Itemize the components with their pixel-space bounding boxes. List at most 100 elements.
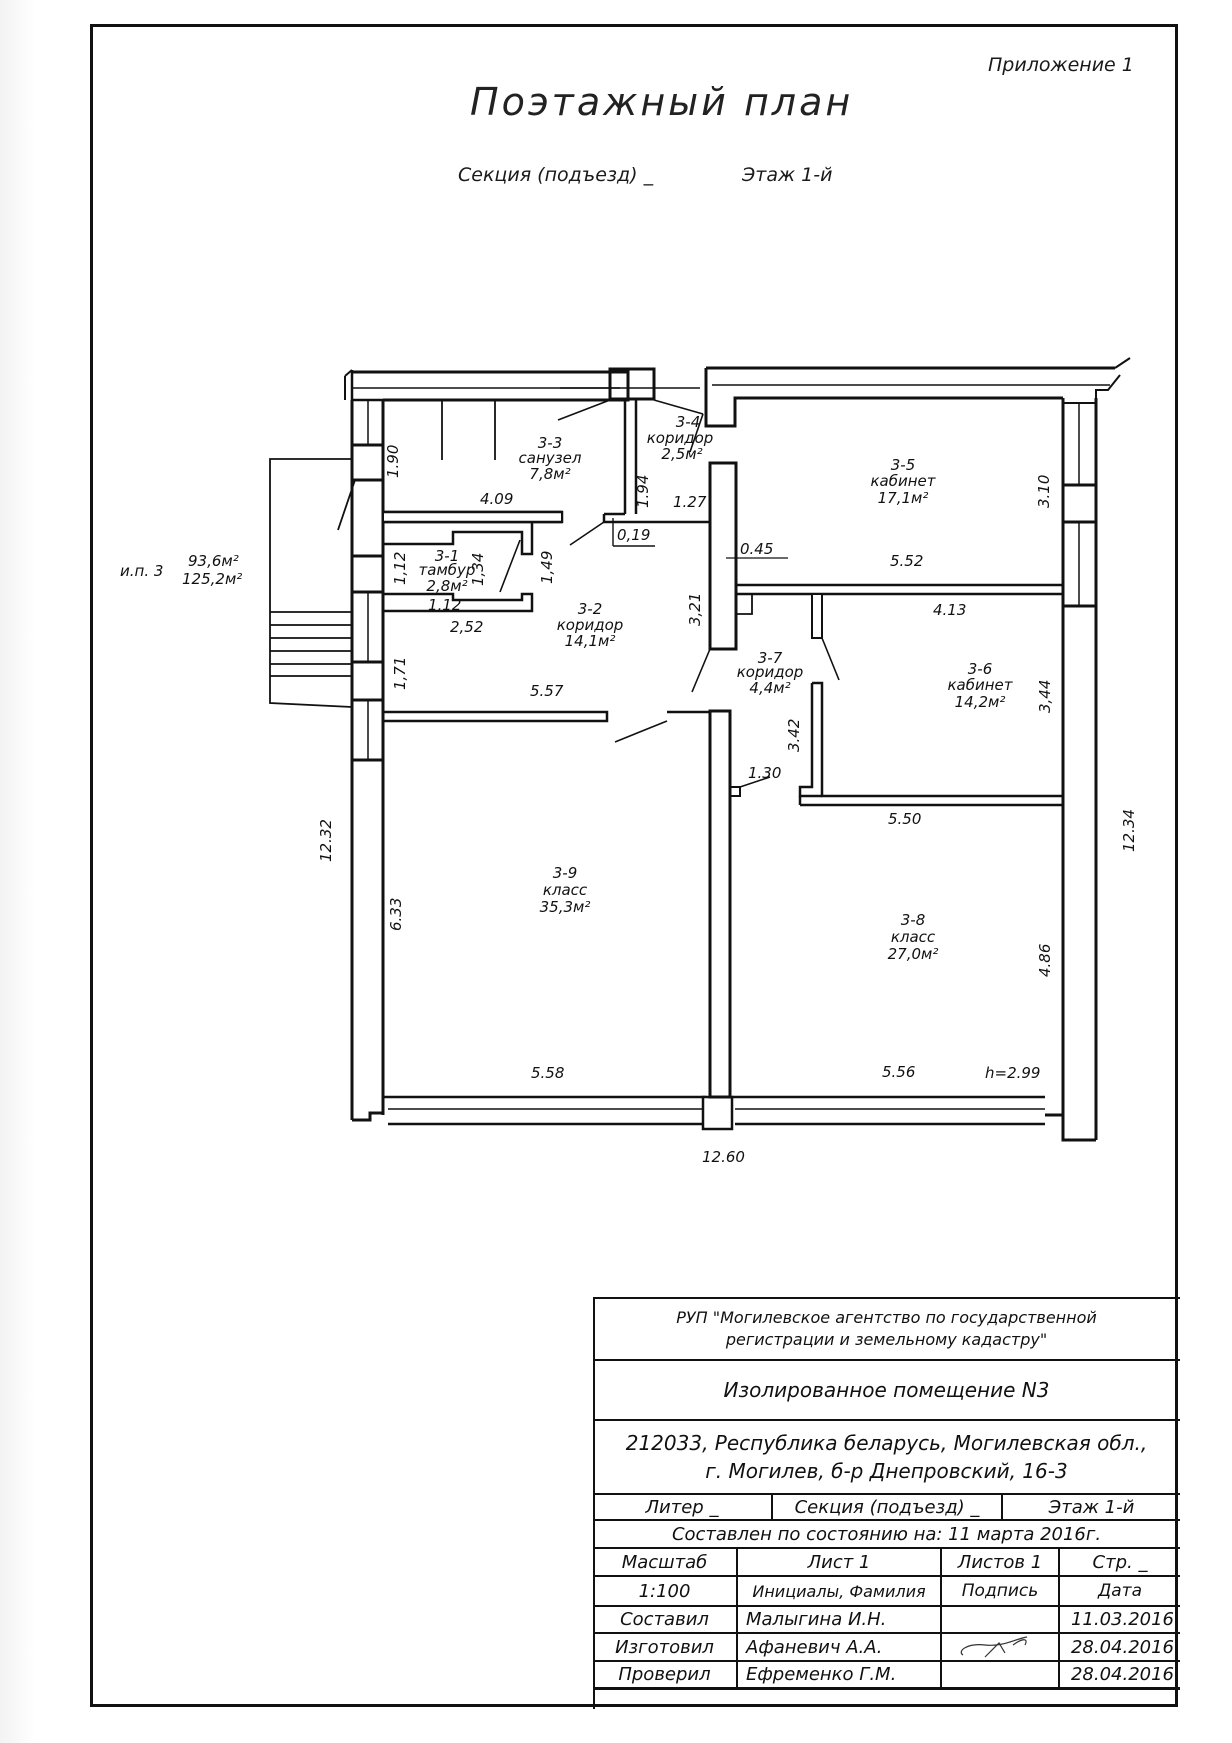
title-block: РУП "Могилевское агентство по государств…: [593, 1297, 1180, 1709]
tb-liter-row: Литер _ Секция (подъезд) _ Этаж 1-й: [593, 1493, 1180, 1519]
dimension-label: 1.94: [634, 475, 652, 508]
premise-area-main: 93,6м²: [188, 552, 239, 570]
dimension-label: 12.32: [317, 819, 335, 862]
signatory-row: Проверил Ефременко Г.М. 28.04.2016: [593, 1660, 1180, 1690]
col-name-header: Инициалы, Фамилия: [736, 1577, 940, 1605]
organization-line2: регистрации и земельному кадастру": [725, 1330, 1048, 1349]
dimension-label: 1.30: [748, 764, 781, 782]
sheets-count: Листов 1: [940, 1549, 1058, 1575]
room-3-2: 3-2 коридор 14,1м²: [557, 600, 624, 650]
room-name: коридор: [647, 429, 714, 447]
room-area: 14,2м²: [955, 693, 1006, 711]
signatory-name: Ефременко Г.М.: [736, 1662, 940, 1687]
dimension-label: 3.10: [1035, 475, 1053, 508]
room-id: 3-7: [758, 649, 783, 667]
page-border: [90, 24, 1178, 1707]
signature-cell: [940, 1634, 1058, 1660]
tb-floor: Этаж 1-й: [1001, 1495, 1180, 1519]
signatory-row: Изготовил Афаневич А.А. 28.04.2016: [593, 1632, 1180, 1660]
appendix-label: Приложение 1: [988, 54, 1134, 76]
page-label: Стр. _: [1058, 1549, 1180, 1575]
liter: Литер _: [645, 1496, 719, 1518]
dimension-label: 0.45: [740, 540, 773, 558]
scale-value: 1:100: [638, 1580, 691, 1602]
dimension-label: 12.60: [702, 1148, 745, 1166]
tb-organization: РУП "Могилевское агентство по государств…: [593, 1297, 1180, 1359]
premise-label: и.п. 3: [120, 562, 163, 580]
room-name: санузел: [519, 449, 582, 467]
dimension-label: 5.56: [882, 1063, 915, 1081]
section-label: Секция (подъезд) _: [458, 164, 654, 186]
room-area: 2,8м²: [426, 577, 467, 595]
dimension-label: 1,49: [538, 551, 556, 584]
address-line1: 212033, Республика беларусь, Могилевская…: [625, 1431, 1148, 1455]
tb-object: Изолированное помещение N3: [593, 1359, 1180, 1419]
dimension-label: 1,34: [469, 553, 487, 586]
dimension-label: 5.52: [890, 552, 923, 570]
dimension-label: 12.34: [1120, 809, 1138, 852]
room-name: тамбур: [419, 561, 476, 579]
room-3-1: 3-1 тамбур 2,8м²: [419, 547, 476, 595]
as-of-date: Составлен по состоянию на: 11 марта 2016…: [671, 1523, 1102, 1545]
dimension-label: 6.33: [387, 898, 405, 931]
room-id: 3-8: [901, 911, 926, 929]
page-title: Поэтажный план: [470, 80, 854, 124]
signatory-date: 28.04.2016: [1058, 1662, 1180, 1687]
tb-scale-row: Масштаб Лист 1 Листов 1 Стр. _: [593, 1547, 1180, 1575]
room-name: кабинет: [870, 472, 936, 490]
dimension-label: 1,12: [391, 552, 409, 585]
room-3-6: 3-6 кабинет 14,2м²: [947, 660, 1013, 711]
room-3-4: 3-4 коридор 2,5м²: [647, 413, 714, 463]
room-id: 3-6: [968, 660, 993, 678]
room-area: 4,4м²: [749, 679, 790, 697]
signature-cell: [940, 1662, 1058, 1687]
signatory-name: Малыгина И.Н.: [736, 1607, 940, 1632]
tb-header-row: 1:100 Инициалы, Фамилия Подпись Дата: [593, 1575, 1180, 1605]
room-id: 3-3: [538, 434, 563, 452]
room-name: класс: [543, 881, 588, 899]
room-area: 35,3м²: [540, 898, 591, 916]
scan-edge-shadow: [0, 0, 34, 1743]
dimension-label: 0,19: [617, 526, 650, 544]
room-3-9: 3-9 класс 35,3м²: [540, 864, 591, 916]
signature-cell: [940, 1607, 1058, 1632]
dimension-label: 4.86: [1036, 944, 1054, 977]
signatory-role: Проверил: [618, 1664, 711, 1685]
room-id: 3-2: [578, 600, 603, 618]
signatory-role: Изготовил: [615, 1636, 714, 1658]
premise-area-total: 125,2м²: [182, 570, 242, 588]
room-3-5: 3-5 кабинет 17,1м²: [870, 456, 936, 507]
ceiling-height: h=2.99: [985, 1064, 1040, 1082]
dimension-label: 4.09: [480, 490, 513, 508]
room-3-7: 3-7 коридор 4,4м²: [737, 649, 804, 697]
room-name: коридор: [557, 616, 624, 634]
address-line2: г. Могилев, б-р Днепровский, 16-3: [705, 1459, 1068, 1483]
dimension-label: 3.42: [785, 719, 803, 752]
room-id: 3-1: [435, 547, 460, 565]
dimension-label: 4.13: [933, 601, 966, 619]
dimension-label: 5.50: [888, 810, 921, 828]
signatory-date: 28.04.2016: [1058, 1634, 1180, 1660]
signatory-row: Составил Малыгина И.Н. 11.03.2016: [593, 1605, 1180, 1632]
floor-label: Этаж 1-й: [742, 164, 833, 186]
tb-section: Секция (подъезд) _: [771, 1495, 1001, 1519]
room-id: 3-5: [891, 456, 916, 474]
organization-line1: РУП "Могилевское агентство по государств…: [676, 1308, 1097, 1327]
dimension-label: 5.57: [530, 682, 564, 700]
room-area: 17,1м²: [878, 489, 929, 507]
room-3-8: 3-8 класс 27,0м²: [888, 911, 939, 963]
walls: [269, 357, 1131, 1142]
room-3-3: 3-3 санузел 7,8м²: [519, 434, 582, 483]
signatory-role: Составил: [620, 1609, 709, 1630]
dimension-label: 2,52: [450, 618, 483, 636]
dimension-label: 3,44: [1036, 680, 1054, 713]
room-name: коридор: [737, 663, 804, 681]
room-name: кабинет: [947, 676, 1013, 694]
col-sign-header: Подпись: [940, 1577, 1058, 1605]
room-area: 2,5м²: [661, 445, 702, 463]
room-name: класс: [891, 928, 936, 946]
signatory-date: 11.03.2016: [1058, 1607, 1180, 1632]
dimension-label: 1,71: [391, 657, 409, 690]
dimension-label: 5.58: [531, 1064, 564, 1082]
